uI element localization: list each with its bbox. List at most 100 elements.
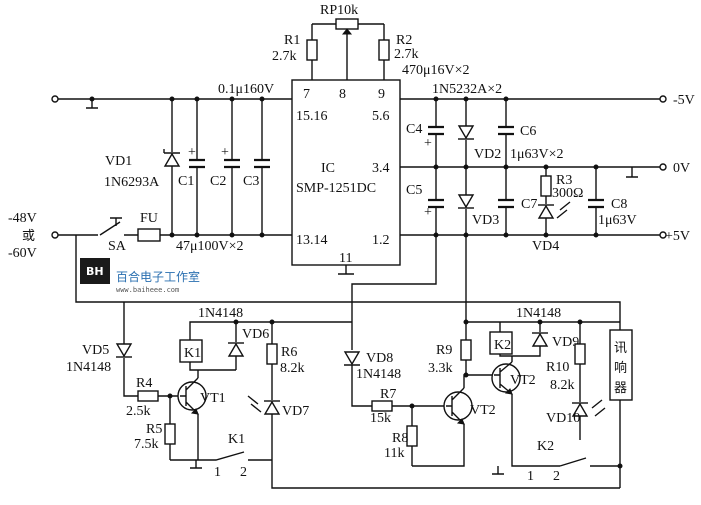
r9-resistor <box>460 339 472 361</box>
r1-value: 2.7k <box>272 49 297 64</box>
r3-value: 300Ω <box>552 186 583 201</box>
k2-contact-pin2: 2 <box>553 469 560 484</box>
terminal-0v <box>659 163 667 171</box>
k1-relay-coil <box>179 339 203 363</box>
svg-text:+: + <box>424 136 432 151</box>
k1-contact-label: K1 <box>228 432 245 447</box>
terminal-plus5v <box>659 231 667 239</box>
watermark-logo <box>80 258 110 284</box>
vd5-part: 1N4148 <box>66 360 111 375</box>
r10-name: R10 <box>546 360 569 375</box>
vd6-label: VD6 <box>242 327 269 342</box>
c1-c2-rating: 47μ100V×2 <box>176 239 244 254</box>
ic-pin-11: 11 <box>339 251 352 266</box>
r3-name: R3 <box>556 173 572 188</box>
output-0v: 0V <box>673 161 690 176</box>
ic-part-number: SMP-1251DC <box>296 181 376 196</box>
r8-resistor <box>406 425 418 447</box>
k1-label: K1 <box>184 346 201 361</box>
c7-label: C7 <box>521 197 537 212</box>
vt2-label-b: VT2 <box>510 373 536 388</box>
c4-label: C4 <box>406 122 422 137</box>
r9-name: R9 <box>436 343 452 358</box>
c5-label: C5 <box>406 183 422 198</box>
r4-value: 2.5k <box>126 404 151 419</box>
vd5-label: VD5 <box>82 343 109 358</box>
vd6-part: 1N4148 <box>198 306 243 321</box>
r4-name: R4 <box>136 376 152 391</box>
r2-resistor <box>378 39 390 61</box>
c2-label: C2 <box>210 174 226 189</box>
vt2-transistor-b <box>491 363 521 393</box>
ic-body <box>291 79 401 266</box>
r2-value: 2.7k <box>394 47 419 62</box>
vd4-label: VD4 <box>532 239 559 254</box>
output-plus5v: +5V <box>665 229 690 244</box>
ic-name: IC <box>321 161 335 176</box>
vt1-transistor <box>177 381 207 411</box>
input-60v: -60V <box>8 246 37 261</box>
zener-pair-label: 1N5232A×2 <box>432 82 502 97</box>
r3-resistor <box>540 175 552 197</box>
svg-text:+: + <box>424 205 432 220</box>
r6-name: R6 <box>281 345 297 360</box>
ic-pin-7: 7 <box>303 87 310 102</box>
input-48v: -48V <box>8 211 37 226</box>
vd2-label: VD2 <box>474 147 501 162</box>
c1-label: C1 <box>178 174 194 189</box>
ic-pin-5-6: 5.6 <box>372 109 390 124</box>
vt2-label-a: VT2 <box>470 403 496 418</box>
watermark-url: www.baiheee.com <box>116 286 179 294</box>
fuse-fu <box>137 228 161 242</box>
r5-name: R5 <box>146 422 162 437</box>
c8-label: C8 <box>611 197 627 212</box>
rp-potentiometer <box>335 18 359 30</box>
r5-resistor <box>164 423 176 445</box>
k2-relay-coil <box>489 331 513 355</box>
r7-value: 15k <box>370 411 391 426</box>
c6-rating: 1μ63V×2 <box>510 147 564 162</box>
r1-resistor <box>306 39 318 61</box>
c3-label: C3 <box>243 174 259 189</box>
ic-pin-9: 9 <box>378 87 385 102</box>
r6-value: 8.2k <box>280 361 305 376</box>
fuse-label: FU <box>140 211 158 226</box>
k2-label: K2 <box>494 338 511 353</box>
ic-pin-3-4: 3.4 <box>372 161 390 176</box>
k2-contact-label: K2 <box>537 439 554 454</box>
r8-name: R8 <box>392 431 408 446</box>
k1-contact-pin2: 2 <box>240 465 247 480</box>
r9-value: 3.3k <box>428 361 453 376</box>
ic-pin-13-14: 13.14 <box>296 233 328 248</box>
buzzer-label-2: 响 <box>614 360 627 376</box>
r10-resistor <box>574 343 586 365</box>
r10-value: 8.2k <box>550 378 575 393</box>
ic-pin-15-16: 15.16 <box>296 109 328 124</box>
vd8-label: VD8 <box>366 351 393 366</box>
r7-resistor <box>371 400 393 412</box>
vd7-label: VD7 <box>282 404 309 419</box>
r5-value: 7.5k <box>134 437 159 452</box>
svg-text:+: + <box>188 145 196 160</box>
vd1-part: 1N6293A <box>104 175 160 190</box>
rp-label: RP10k <box>320 3 358 18</box>
buzzer <box>609 329 633 401</box>
c3-rating: 0.1μ160V <box>218 82 274 97</box>
terminal-minus5v <box>659 95 667 103</box>
vd1-label: VD1 <box>105 154 132 169</box>
switch-sa-label: SA <box>108 239 127 254</box>
vt2-transistor-a <box>443 391 473 421</box>
vd9-label: VD9 <box>552 335 579 350</box>
buzzer-label-3: 器 <box>614 381 627 396</box>
ic-pin-1-2: 1.2 <box>372 233 390 248</box>
ic-pin-8: 8 <box>339 87 346 102</box>
vt1-label: VT1 <box>200 391 226 406</box>
vd3-label: VD3 <box>472 213 499 228</box>
vd10-label: VD10 <box>546 411 580 426</box>
vd9-part: 1N4148 <box>516 306 561 321</box>
input-or: 或 <box>22 229 35 244</box>
r8-value: 11k <box>384 446 404 461</box>
c8-rating: 1μ63V <box>598 213 637 228</box>
